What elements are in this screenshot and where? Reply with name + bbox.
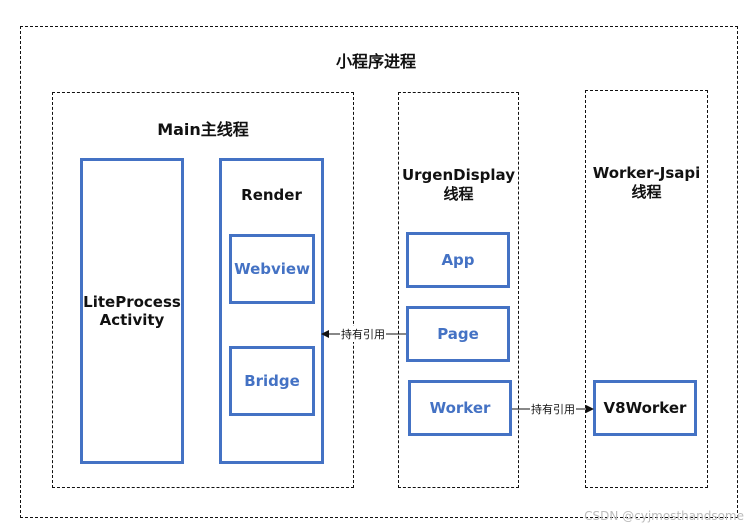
bridge-label: Bridge [244, 372, 300, 390]
watermark: CSDN @cyjmosthandsome [584, 509, 744, 523]
main-thread-title: Main主线程 [157, 120, 249, 139]
render-title: Render [241, 186, 302, 204]
v8worker-box: V8Worker [593, 380, 697, 436]
page-label: Page [437, 325, 479, 343]
bridge-box: Bridge [229, 346, 315, 416]
v8worker-label: V8Worker [603, 399, 687, 417]
app-label: App [441, 251, 475, 269]
app-box: App [406, 232, 510, 288]
process-container [20, 26, 738, 518]
lite-process-activity-box: LiteProcess Activity [80, 158, 184, 464]
edge-label-worker-v8: 持有引用 [530, 401, 576, 417]
process-title: 小程序进程 [335, 52, 416, 71]
worker-jsapi-title: Worker-Jsapi 线程 [592, 164, 701, 201]
worker-box: Worker [408, 380, 512, 436]
main-thread-container [52, 92, 354, 488]
urgen-display-title: UrgenDisplay 线程 [401, 166, 515, 203]
lite-process-activity-label: LiteProcess Activity [83, 293, 181, 329]
page-box: Page [406, 306, 510, 362]
webview-box: Webview [229, 234, 315, 304]
worker-jsapi-container [585, 90, 708, 488]
urgen-display-container [398, 92, 519, 488]
worker-label: Worker [429, 399, 491, 417]
edge-label-page-render: 持有引用 [340, 326, 386, 342]
render-box [219, 158, 324, 464]
webview-label: Webview [234, 260, 310, 278]
